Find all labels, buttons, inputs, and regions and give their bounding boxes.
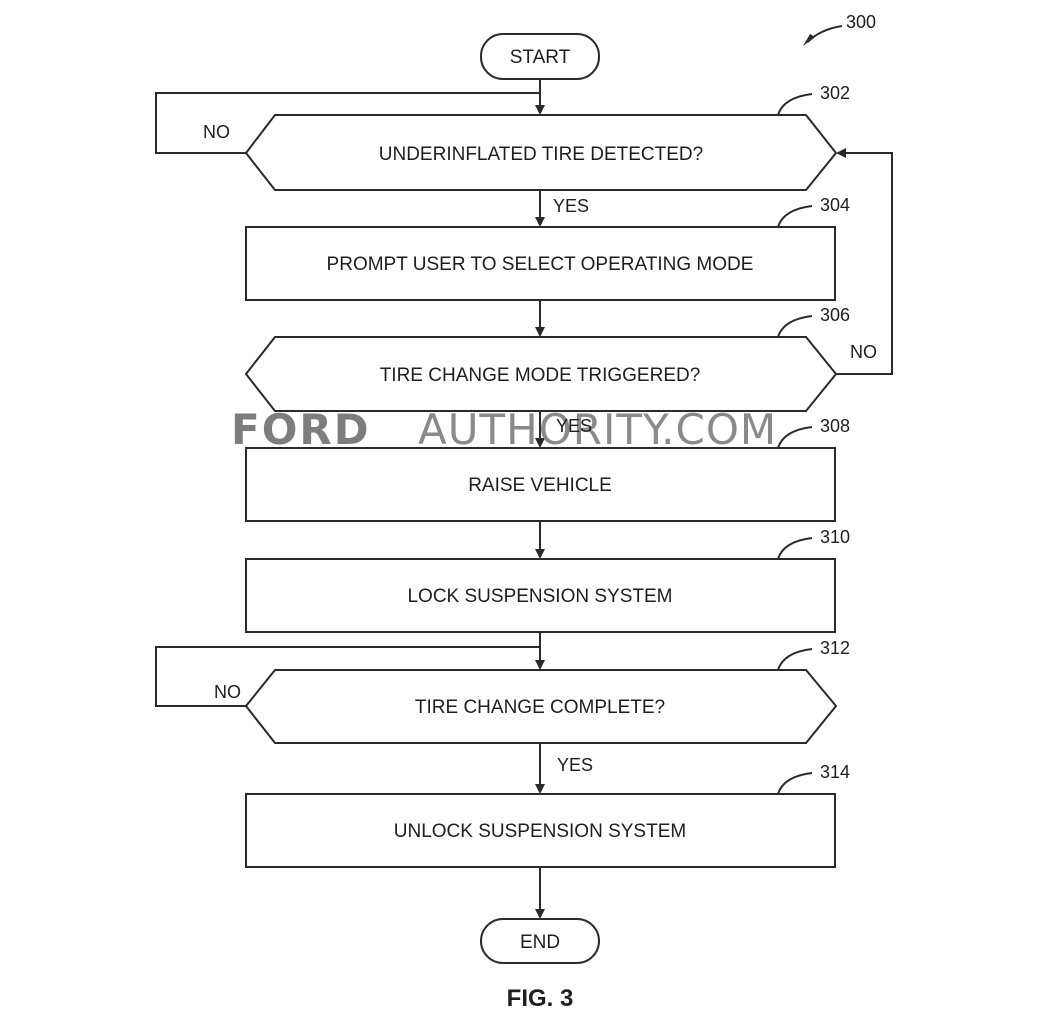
process-314-text: UNLOCK SUSPENSION SYSTEM xyxy=(394,821,686,842)
reference-arrowhead-300 xyxy=(803,34,815,46)
reference-leader-304 xyxy=(777,205,813,228)
decision-312: TIRE CHANGE COMPLETE? 312 xyxy=(244,638,850,744)
watermark: FORD AUTHORITY.COM xyxy=(231,405,777,454)
reference-leader-312 xyxy=(777,648,813,671)
process-308-text: RAISE VEHICLE xyxy=(468,475,612,496)
decision-302: UNDERINFLATED TIRE DETECTED? 302 xyxy=(244,83,850,191)
edge-312-no-loop xyxy=(155,646,540,707)
process-304-shape xyxy=(245,226,836,301)
process-304: PROMPT USER TO SELECT OPERATING MODE 304 xyxy=(245,195,850,301)
reference-number-302: 302 xyxy=(820,83,850,103)
reference-leader-300 xyxy=(807,25,843,43)
edge-label-312-no: NO xyxy=(214,682,241,702)
reference-leader-314 xyxy=(777,772,813,795)
start-terminator: START xyxy=(480,33,600,80)
decision-312-shape xyxy=(244,669,838,744)
process-310-text: LOCK SUSPENSION SYSTEM xyxy=(407,586,672,607)
figure-label: FIG. 3 xyxy=(507,985,574,1012)
edge-label-312-yes: YES xyxy=(557,755,593,775)
end-shape xyxy=(480,918,600,964)
start-label: START xyxy=(510,47,571,68)
edge-label-302-no: NO xyxy=(203,122,230,142)
reference-number-306: 306 xyxy=(820,305,850,325)
watermark-site: AUTHORITY.COM xyxy=(418,405,777,454)
process-310-shape xyxy=(245,558,836,633)
reference-number-300: 300 xyxy=(846,12,876,32)
edge-label-306-no: NO xyxy=(850,342,877,362)
reference-number-308: 308 xyxy=(820,416,850,436)
reference-300: 300 xyxy=(803,12,876,46)
process-310: LOCK SUSPENSION SYSTEM 310 xyxy=(245,527,850,633)
process-314-shape xyxy=(245,793,836,868)
decision-306-text: TIRE CHANGE MODE TRIGGERED? xyxy=(380,365,701,386)
decision-312-text: TIRE CHANGE COMPLETE? xyxy=(415,697,665,718)
watermark-brand: FORD xyxy=(231,405,371,454)
reference-number-304: 304 xyxy=(820,195,850,215)
end-terminator: END xyxy=(480,918,600,964)
reference-leader-302 xyxy=(777,93,813,116)
process-304-text: PROMPT USER TO SELECT OPERATING MODE xyxy=(327,254,754,275)
reference-number-314: 314 xyxy=(820,762,850,782)
reference-number-312: 312 xyxy=(820,638,850,658)
process-314: UNLOCK SUSPENSION SYSTEM 314 xyxy=(245,762,850,868)
decision-302-text: UNDERINFLATED TIRE DETECTED? xyxy=(379,144,703,165)
edge-label-302-yes: YES xyxy=(553,196,589,216)
reference-leader-308 xyxy=(777,426,813,449)
edge-label-306-yes: YES xyxy=(556,416,592,436)
edge-306-no-loop xyxy=(836,148,893,375)
reference-number-310: 310 xyxy=(820,527,850,547)
reference-leader-310 xyxy=(777,537,813,560)
reference-leader-306 xyxy=(777,315,813,338)
end-label: END xyxy=(520,932,560,953)
edge-302-no-loop xyxy=(155,92,540,154)
decision-306: TIRE CHANGE MODE TRIGGERED? 306 xyxy=(244,305,850,412)
